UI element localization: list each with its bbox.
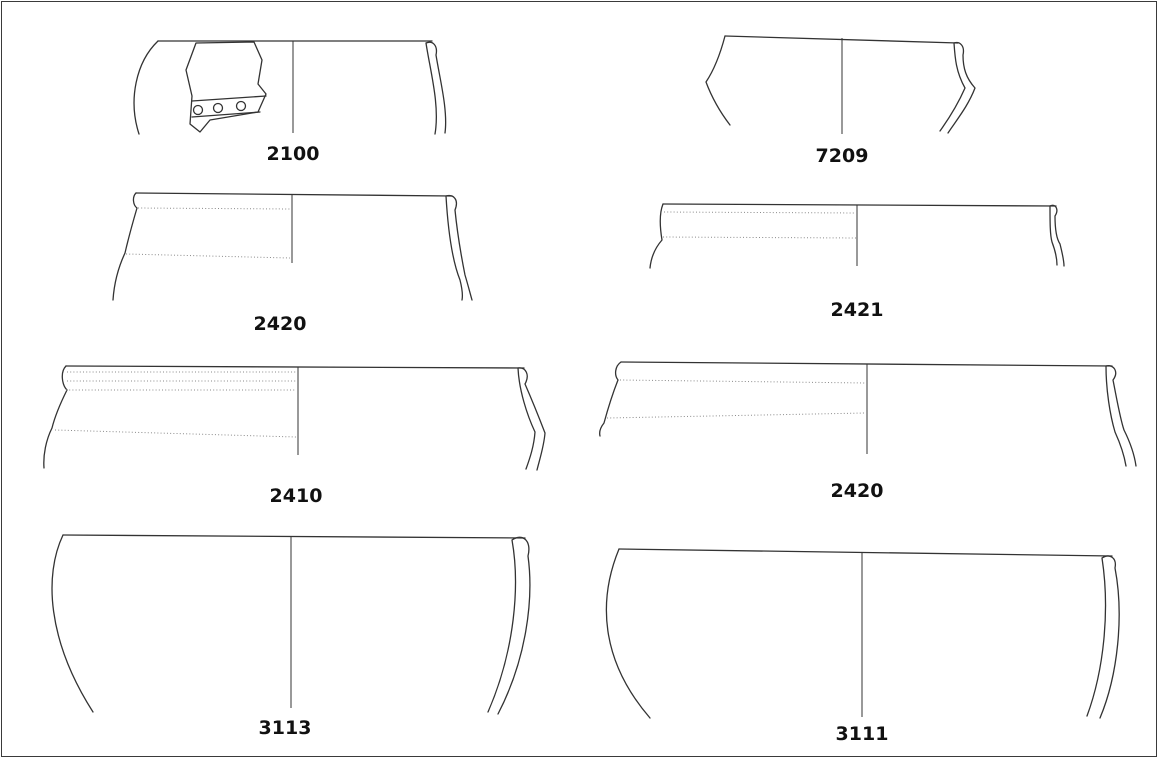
vessel-number-label: 2100 — [267, 143, 320, 165]
perforation — [212, 102, 224, 114]
vessel-2421: 2421 — [649, 203, 1065, 321]
inner-wall — [43, 365, 68, 469]
decoration-band — [54, 429, 297, 438]
rim-line — [135, 192, 453, 197]
wall-profile — [1105, 365, 1137, 467]
vessel-7209: 7209 — [705, 35, 976, 167]
inner-wall — [705, 35, 731, 126]
inner-wall — [649, 203, 664, 269]
wall-profile — [425, 41, 447, 135]
wall-profile — [1086, 555, 1120, 719]
vessel-number-label: 2421 — [831, 299, 884, 321]
handle-band-top — [191, 95, 267, 102]
vessel-number-label: 7209 — [816, 145, 869, 167]
vessel-number-label: 3111 — [836, 723, 889, 745]
handle-fragment — [185, 41, 267, 133]
vessel-2100: 2100 — [133, 40, 447, 165]
vessel-2420-b: 2420 — [598, 361, 1137, 502]
handle-band-bottom — [191, 111, 261, 118]
vessel-3111: 3111 — [605, 548, 1120, 745]
decoration-band — [619, 379, 867, 384]
wall-profile — [487, 536, 531, 715]
decoration-band — [662, 236, 857, 239]
wall-profile — [445, 194, 473, 301]
vessel-2410: 2410 — [43, 365, 546, 507]
rim-line — [65, 365, 525, 369]
perforation — [192, 104, 204, 116]
rim-line — [618, 548, 1113, 557]
inner-wall — [598, 361, 622, 437]
vessel-number-label: 3113 — [259, 717, 312, 739]
decoration-band — [663, 211, 857, 214]
vessel-3113: 3113 — [51, 534, 531, 739]
inner-wall — [133, 40, 159, 135]
decoration-band — [606, 412, 867, 419]
inner-wall — [51, 534, 94, 713]
decoration-band — [125, 253, 291, 259]
vessel-2420-a: 2420 — [112, 192, 473, 335]
vessel-number-label: 2420 — [254, 313, 307, 335]
vessel-number-label: 2420 — [831, 480, 884, 502]
rim-line — [662, 203, 1057, 207]
wall-profile — [517, 367, 546, 471]
wall-profile — [1049, 204, 1065, 267]
decoration-band — [137, 207, 291, 210]
rim-line — [62, 534, 526, 539]
vessel-number-label: 2410 — [270, 485, 323, 507]
inner-wall — [112, 192, 138, 301]
wall-profile — [939, 41, 976, 134]
perforation — [235, 100, 247, 112]
inner-wall — [605, 548, 651, 719]
